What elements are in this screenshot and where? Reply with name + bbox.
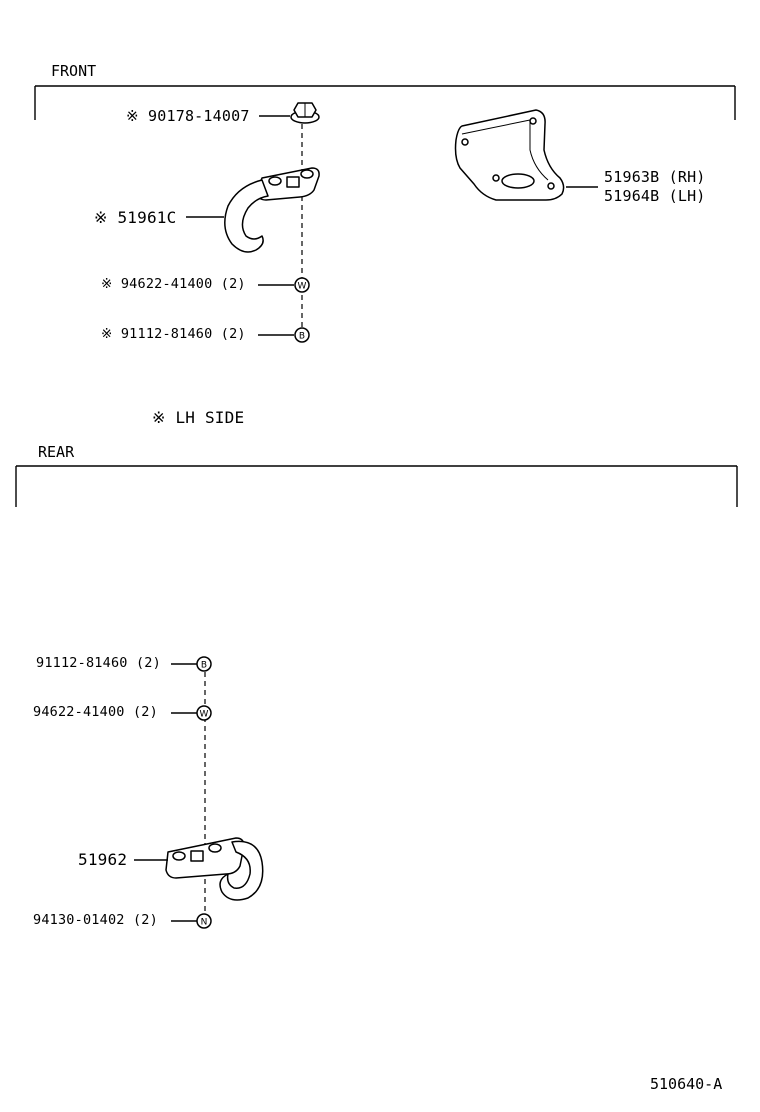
washer-icon (294, 277, 310, 293)
quantity: (2) (132, 912, 158, 928)
rear-nut-symbol: N (201, 918, 208, 928)
rear-bolt-symbol: B (201, 661, 207, 671)
quantity: (2) (220, 276, 246, 292)
bolt-symbol: B (299, 332, 305, 342)
part-number: 94130-01402 (33, 912, 125, 928)
lh-side-mark: ※ (94, 208, 108, 227)
quantity: (2) (132, 704, 158, 720)
part-number: 91112-81460 (36, 655, 128, 671)
front-tow-hook-icon (224, 167, 320, 253)
bolt-icon (294, 327, 310, 343)
lh-side-mark: ※ (152, 408, 166, 427)
callout-94622-41400-rear[interactable]: 94622-41400 (2) (33, 704, 158, 720)
flange-nut-icon (290, 102, 320, 124)
lh-side-note-text: LH SIDE (175, 408, 245, 427)
callout-51961C[interactable]: ※ 51961C (94, 210, 176, 226)
lh-side-mark: ※ (101, 276, 113, 292)
rear-washer-icon (196, 705, 212, 721)
callout-94622-41400-front[interactable]: ※ 94622-41400 (2) (101, 276, 246, 292)
callout-94130-01402[interactable]: 94130-01402 (2) (33, 912, 158, 928)
front-section-frame (34, 85, 736, 120)
part-number: 90178-14007 (148, 107, 250, 125)
callout-51963B[interactable]: 51963B (RH) (604, 168, 706, 186)
rear-washer-symbol: W (200, 710, 209, 720)
lh-side-mark: ※ (126, 107, 139, 125)
part-number: 94622-41400 (33, 704, 125, 720)
callout-51964B[interactable]: 51964B (LH) (604, 187, 706, 205)
callout-90178-14007[interactable]: ※ 90178-14007 (126, 109, 250, 124)
callout-51962[interactable]: 51962 (78, 852, 127, 868)
quantity: (2) (220, 326, 246, 342)
bracket-icon (454, 109, 565, 201)
diagram-reference: 510640-A (650, 1075, 723, 1093)
front-section-title: FRONT (51, 62, 97, 80)
lh-side-note: ※ LH SIDE (152, 410, 244, 426)
quantity: (2) (135, 655, 161, 671)
rear-nut-icon (196, 913, 212, 929)
callout-91112-81460-front[interactable]: ※ 91112-81460 (2) (101, 326, 246, 342)
part-number: 51962 (78, 850, 128, 869)
part-number: 94622-41400 (120, 276, 213, 292)
rear-tow-hook-icon (165, 837, 264, 901)
lh-side-mark: ※ (101, 326, 113, 342)
rear-section-frame (15, 465, 738, 507)
rear-section-title: REAR (38, 443, 75, 461)
callout-91112-81460-rear[interactable]: 91112-81460 (2) (36, 655, 161, 671)
washer-symbol: W (298, 282, 307, 292)
part-number: 51961C (117, 208, 177, 227)
part-number: 91112-81460 (120, 326, 213, 342)
rear-bolt-icon (196, 656, 212, 672)
